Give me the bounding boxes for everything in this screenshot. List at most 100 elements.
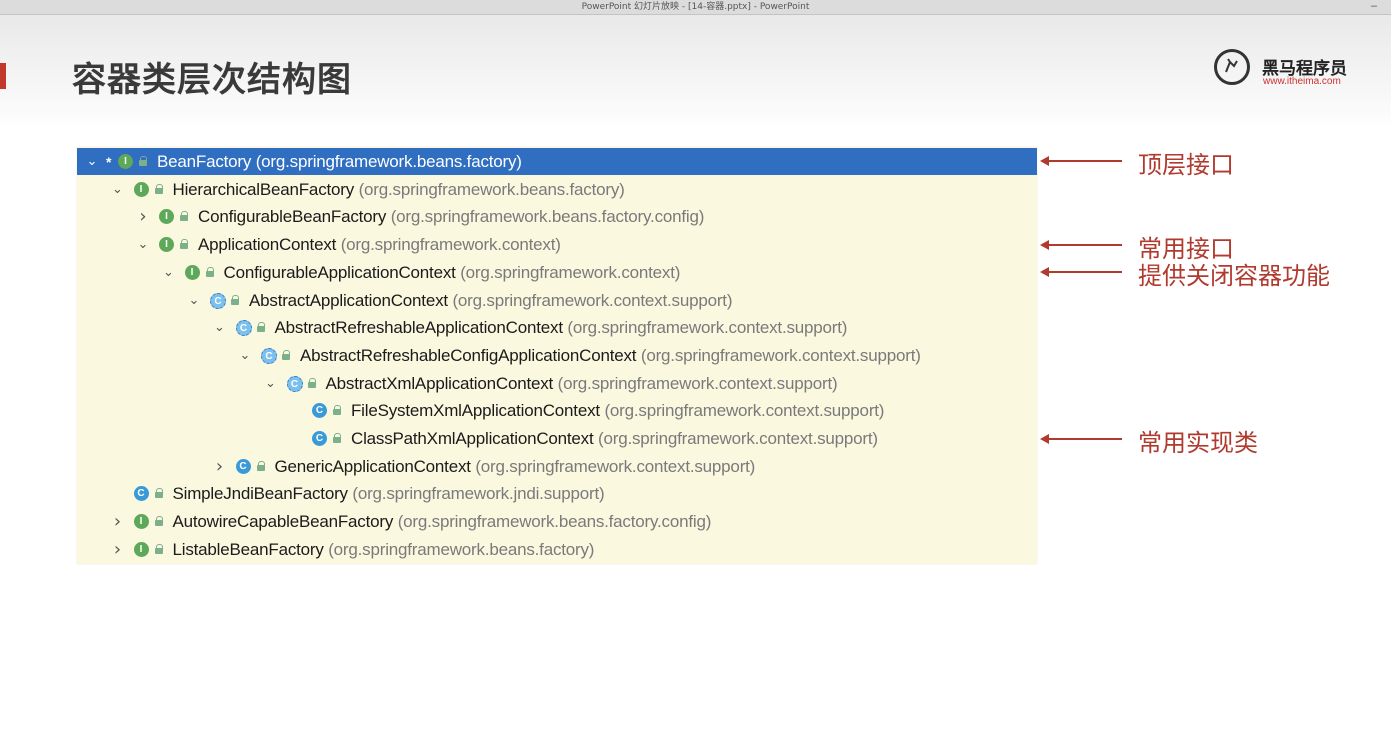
slide-header <box>0 15 1391 130</box>
tree-row[interactable]: ⌄ C AbstractXmlApplicationContext (org.spr… <box>77 370 1037 397</box>
expand-arrow-icon[interactable]: › <box>113 511 122 533</box>
package-name: (org.springframework.context) <box>340 235 561 255</box>
tree-row-label: SimpleJndiBeanFactory (org.springframewo… <box>173 480 605 508</box>
package-name: (org.springframework.context) <box>460 262 681 282</box>
collapse-arrow-icon[interactable]: ⌄ <box>188 292 200 308</box>
class-name: ListableBeanFactory <box>172 539 324 559</box>
tree-row[interactable]: ⌄ C AbstractRefreshableApplicationContext … <box>77 314 1037 341</box>
public-access-icon <box>307 377 317 388</box>
tree-row-label: AbstractXmlApplicationContext (org.sprin… <box>326 370 838 398</box>
annotation-label: 提供关闭容器功能 <box>1138 262 1330 290</box>
annotation-label: 顶层接口 <box>1138 151 1234 179</box>
expand-arrow-icon[interactable]: › <box>139 206 147 228</box>
expand-arrow-icon[interactable]: › <box>113 538 122 560</box>
package-name: (org.springframework.context.support) <box>557 373 838 393</box>
abstract-class-icon: C <box>286 375 303 392</box>
collapse-arrow-icon[interactable]: ⌄ <box>86 154 98 169</box>
tree-row-label: AbstractRefreshableApplicationContext (o… <box>275 314 848 342</box>
interface-icon: I <box>133 514 149 530</box>
public-access-icon <box>256 322 266 333</box>
tree-row-label: FileSystemXmlApplicationContext (org.spr… <box>351 397 884 425</box>
public-access-icon <box>180 211 189 222</box>
tree-row[interactable]: › I ListableBeanFactory (org.springframewo… <box>77 536 1037 563</box>
package-name: (org.springframework.beans.factory) <box>255 152 522 171</box>
public-access-icon <box>154 183 164 194</box>
interface-icon: I <box>133 181 149 197</box>
tree-row[interactable]: ⌄ I HierarchicalBeanFactory (org.springfra… <box>77 176 1037 203</box>
tree-row[interactable]: C FileSystemXmlApplicationContext (org.sp… <box>77 397 1037 424</box>
collapse-arrow-icon[interactable]: ⌄ <box>239 347 251 363</box>
class-icon: C <box>235 458 251 474</box>
window-title: PowerPoint 幻灯片放映 - [14-容器.pptx] - PowerP… <box>581 2 810 12</box>
itheima-logo: 黑马程序员 www.itheima.com <box>1214 49 1364 91</box>
interface-icon: I <box>159 209 174 225</box>
class-name: AbstractRefreshableApplicationContext <box>274 318 564 338</box>
window-titlebar: PowerPoint 幻灯片放映 - [14-容器.pptx] - PowerP… <box>0 0 1391 15</box>
class-name: AbstractXmlApplicationContext <box>325 373 554 393</box>
public-access-icon <box>333 433 342 443</box>
collapse-arrow-icon[interactable]: ⌄ <box>214 320 225 336</box>
class-name: AutowireCapableBeanFactory <box>172 512 394 532</box>
expand-arrow-icon[interactable]: › <box>215 455 224 477</box>
arrow-head-icon <box>1040 156 1049 166</box>
tree-row[interactable]: C ClassPathXmlApplicationContext (org.spr… <box>77 425 1037 452</box>
tree-row-label: ClassPathXmlApplicationContext (org.spri… <box>351 425 878 453</box>
tree-row[interactable]: ⌄ I ApplicationContext (org.springframewor… <box>77 231 1037 258</box>
abstract-class-icon: C <box>210 292 226 309</box>
public-access-icon <box>256 460 266 471</box>
collapse-arrow-icon[interactable]: ⌄ <box>137 237 149 253</box>
arrow-head-icon <box>1040 434 1049 444</box>
tree-row[interactable]: › I AutowireCapableBeanFactory (org.spring… <box>77 508 1037 535</box>
title-accent-bar <box>0 63 6 89</box>
package-name: (org.springframework.context.support) <box>598 429 878 448</box>
class-name: BeanFactory <box>157 152 252 171</box>
logo-name: 黑马程序员 <box>1262 59 1347 79</box>
tree-row-label: GenericApplicationContext (org.springfra… <box>275 453 756 481</box>
tree-row-label: ApplicationContext (org.springframework.… <box>198 231 561 259</box>
class-name: ClassPathXmlApplicationContext <box>351 429 594 448</box>
minimize-button[interactable]: – <box>1370 0 1377 12</box>
package-name: (org.springframework.jndi.support) <box>352 484 605 504</box>
public-access-icon <box>180 239 189 250</box>
interface-icon: I <box>184 264 200 280</box>
collapse-arrow-icon[interactable]: ⌄ <box>112 181 123 197</box>
arrow-line <box>1046 244 1122 246</box>
public-access-icon <box>205 266 215 277</box>
arrow-head-icon <box>1040 267 1049 277</box>
tree-row[interactable]: › C GenericApplicationContext (org.springf… <box>77 453 1037 480</box>
abstract-class-icon: C <box>235 320 252 337</box>
public-access-icon <box>154 516 164 527</box>
package-name: (org.springframework.beans.factory.confi… <box>397 512 712 532</box>
arrow-line <box>1046 438 1122 440</box>
interface-icon: I <box>133 541 149 557</box>
public-access-icon <box>231 294 240 305</box>
tree-row-label: HierarchicalBeanFactory (org.springframe… <box>173 176 625 204</box>
arrow-line <box>1046 271 1122 273</box>
class-name: AbstractRefreshableConfigApplicationCont… <box>300 345 637 365</box>
package-name: (org.springframework.beans.factory) <box>328 539 595 559</box>
collapse-arrow-icon[interactable]: ⌄ <box>163 264 174 280</box>
logo-url: www.itheima.com <box>1263 76 1341 87</box>
public-access-icon <box>333 405 342 416</box>
slide-title: 容器类层次结构图 <box>72 60 352 100</box>
class-name: HierarchicalBeanFactory <box>172 179 355 199</box>
class-name: ConfigurableBeanFactory <box>198 207 387 227</box>
class-name: SimpleJndiBeanFactory <box>172 484 349 504</box>
class-icon: C <box>312 403 327 419</box>
package-name: (org.springframework.context.support) <box>475 456 756 476</box>
class-name: FileSystemXmlApplicationContext <box>351 401 600 421</box>
public-access-icon <box>282 349 291 360</box>
horse-logo-icon <box>1214 49 1250 85</box>
collapse-arrow-icon[interactable]: ⌄ <box>265 375 276 391</box>
package-name: (org.springframework.context.support) <box>604 401 885 421</box>
class-name: AbstractApplicationContext <box>249 290 448 310</box>
class-icon: C <box>312 431 327 446</box>
interface-icon: I <box>159 237 174 253</box>
